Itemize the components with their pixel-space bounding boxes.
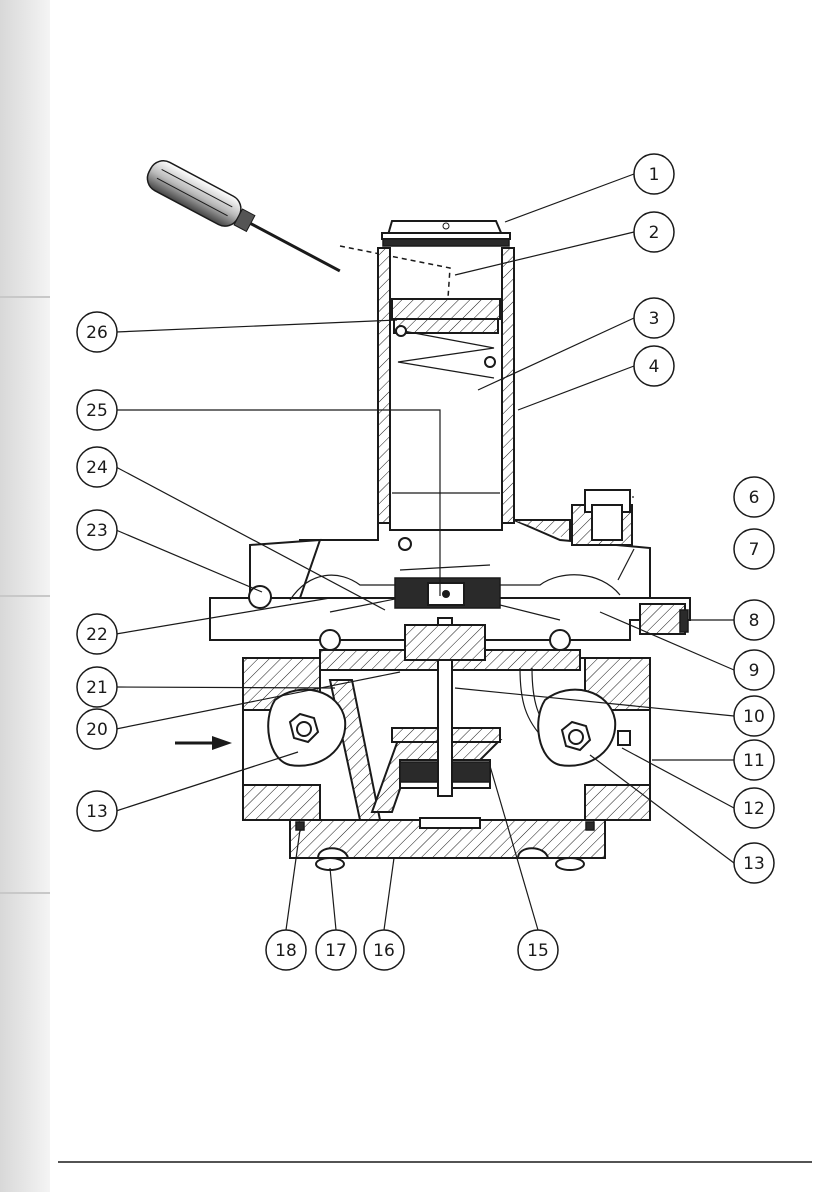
callout-26: 26 — [77, 312, 117, 352]
spring-housing — [378, 248, 514, 523]
callout-24-label: 24 — [86, 458, 108, 478]
callout-1-label: 1 — [649, 165, 660, 185]
valve-body — [243, 618, 650, 820]
flow-direction-arrow-icon — [175, 736, 232, 750]
page-side-strip — [0, 0, 50, 1192]
callout-7-label: 7 — [749, 540, 760, 560]
callout-22: 22 — [77, 614, 117, 654]
callout-16: 16 — [364, 930, 404, 970]
callout-4: 4 — [634, 346, 674, 386]
callout-6: 6 — [734, 477, 774, 517]
callout-7: 7 — [734, 529, 774, 569]
callout-9: 9 — [734, 650, 774, 690]
callout-21-label: 21 — [86, 678, 108, 698]
callout-25-label: 25 — [86, 401, 108, 421]
callout-23: 23 — [77, 510, 117, 550]
callout-13-right: 13 — [734, 843, 774, 883]
callout-9-label: 9 — [749, 661, 760, 681]
callout-12-label: 12 — [743, 799, 765, 819]
callout-11-label: 11 — [743, 751, 765, 771]
callout-8-label: 8 — [749, 611, 760, 631]
callout-24: 24 — [77, 447, 117, 487]
top-cap — [382, 221, 510, 246]
callout-3-label: 3 — [649, 309, 660, 329]
callout-4-label: 4 — [649, 357, 660, 377]
callout-25: 25 — [77, 390, 117, 430]
callout-15: 15 — [518, 930, 558, 970]
callout-20: 20 — [77, 709, 117, 749]
callout-8: 8 — [734, 600, 774, 640]
callout-16-label: 16 — [373, 941, 395, 961]
callout-2-label: 2 — [649, 223, 660, 243]
callout-17: 17 — [316, 930, 356, 970]
callout-20-label: 20 — [86, 720, 108, 740]
callout-15-label: 15 — [527, 941, 549, 961]
callout-13-left: 13 — [77, 791, 117, 831]
callout-2: 2 — [634, 212, 674, 252]
callout-23-label: 23 — [86, 521, 108, 541]
callout-22-label: 22 — [86, 625, 108, 645]
callout-21: 21 — [77, 667, 117, 707]
callout-18: 18 — [266, 930, 306, 970]
callout-10: 10 — [734, 696, 774, 736]
callout-3: 3 — [634, 298, 674, 338]
callout-1: 1 — [634, 154, 674, 194]
callout-13-left-label: 13 — [86, 802, 108, 822]
callout-13-right-label: 13 — [743, 854, 765, 874]
callout-10-label: 10 — [743, 707, 765, 727]
callout-17-label: 17 — [325, 941, 347, 961]
callout-6-label: 6 — [749, 488, 760, 508]
callout-18-label: 18 — [275, 941, 297, 961]
bottom-plate — [290, 818, 605, 870]
callout-26-label: 26 — [86, 323, 108, 343]
callout-12: 12 — [734, 788, 774, 828]
callout-11: 11 — [734, 740, 774, 780]
